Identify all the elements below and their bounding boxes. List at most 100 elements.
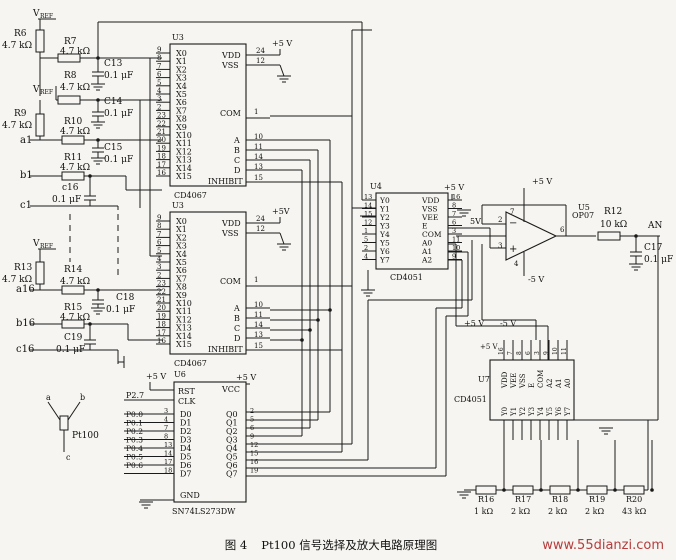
svg-text:R19: R19 [589, 495, 605, 504]
svg-text:C: C [234, 324, 240, 333]
svg-text:R11: R11 [64, 153, 82, 163]
resistor-r15 [61, 319, 85, 329]
u4-VDD: VDD [421, 196, 439, 205]
u4-Y7: Y7 [379, 256, 390, 265]
u7-E: E [528, 383, 536, 388]
u6-D3: D3 [180, 436, 192, 445]
svg-text:10: 10 [254, 133, 263, 141]
svg-text:17: 17 [157, 161, 166, 169]
svg-text:C17: C17 [644, 243, 663, 253]
svg-text:9: 9 [543, 351, 550, 355]
svg-text:5: 5 [157, 247, 161, 255]
u6-Q4: Q4 [226, 444, 238, 453]
svg-text:3: 3 [498, 242, 502, 250]
svg-text:a: a [46, 393, 51, 402]
svg-text:GND: GND [180, 491, 200, 500]
pin-X12: X12 [176, 315, 192, 324]
u4-Y0: Y0 [379, 196, 390, 205]
svg-text:9: 9 [157, 214, 161, 222]
u4-Y1: Y1 [379, 205, 390, 214]
u3b-ref: U3 [172, 201, 184, 210]
svg-text:0.1 μF: 0.1 μF [644, 255, 673, 265]
svg-text:CD4051: CD4051 [454, 395, 487, 404]
svg-text:13: 13 [364, 193, 372, 201]
svg-text:VDD: VDD [221, 219, 241, 228]
svg-text:14: 14 [254, 153, 263, 161]
svg-text:6: 6 [560, 226, 565, 234]
svg-text:P0.0: P0.0 [126, 410, 143, 419]
u7-Y2: Y2 [519, 407, 527, 417]
svg-text:15: 15 [364, 210, 372, 218]
svg-text:21: 21 [157, 296, 166, 304]
pin-X5: X5 [176, 258, 187, 267]
u4-VSS: VSS [421, 205, 438, 214]
svg-text:U6: U6 [174, 370, 186, 379]
svg-text:12: 12 [250, 441, 258, 449]
svg-text:R6: R6 [14, 29, 27, 39]
svg-text:+5 V: +5 V [532, 177, 552, 186]
u6-Q2: Q2 [226, 427, 238, 436]
svg-text:C15: C15 [104, 143, 123, 153]
vref-label: V [32, 9, 40, 19]
svg-text:13: 13 [254, 331, 263, 339]
pin-X8: X8 [176, 283, 187, 292]
svg-text:A: A [233, 304, 240, 313]
svg-text:43 kΩ: 43 kΩ [622, 507, 647, 516]
svg-text:REF: REF [40, 13, 53, 20]
u6-Q6: Q6 [226, 461, 238, 470]
svg-text:4: 4 [157, 255, 162, 263]
svg-text:+: + [509, 244, 517, 255]
mux-u4: U4 CD4051 Y013Y114Y215Y312Y41Y55Y62Y74VD… [360, 182, 481, 297]
pin-X5: X5 [176, 90, 187, 99]
svg-text:12: 12 [256, 225, 265, 233]
svg-text:4.7 kΩ: 4.7 kΩ [60, 83, 90, 93]
svg-text:C: C [234, 156, 240, 165]
figure-title: Pt100 信号选择及放大电路原理图 [261, 538, 438, 552]
svg-text:4: 4 [157, 87, 162, 95]
pin-X4: X4 [176, 250, 187, 259]
svg-text:RST: RST [178, 387, 196, 396]
svg-text:16: 16 [250, 458, 258, 466]
input-c1: c1 [20, 200, 32, 211]
svg-text:6: 6 [157, 239, 162, 247]
u7-Y6: Y6 [555, 406, 563, 417]
output-filter: R12 10 kΩ AN C17 0.1 μF [597, 207, 673, 271]
svg-text:−: − [509, 218, 517, 229]
svg-text:+5 V: +5 V [146, 372, 166, 381]
u3-part: CD4067 [174, 191, 207, 200]
svg-text:+5 V: +5 V [236, 373, 256, 382]
u7-Y7: Y7 [564, 407, 572, 417]
u7-Y0: Y0 [501, 407, 509, 417]
u7-Y3: Y3 [528, 407, 536, 417]
u6-D2: D2 [180, 427, 192, 436]
svg-text:11: 11 [452, 236, 460, 244]
svg-text:P0.4: P0.4 [126, 444, 143, 453]
u4-COM: COM [422, 230, 442, 239]
pin-X12: X12 [176, 147, 192, 156]
svg-text:-5 V: -5 V [500, 319, 516, 328]
pin-X8: X8 [176, 115, 187, 124]
u4-A0: A0 [421, 239, 432, 248]
svg-text:2 kΩ: 2 kΩ [548, 507, 567, 516]
svg-text:3: 3 [157, 263, 161, 271]
svg-text:R13: R13 [14, 263, 33, 273]
watermark: www.55dianzi.com [542, 538, 664, 553]
svg-text:1: 1 [254, 276, 258, 284]
svg-text:12: 12 [364, 219, 372, 227]
svg-text:P0.6: P0.6 [126, 461, 143, 470]
u6-Q3: Q3 [226, 436, 238, 445]
resistor-r20 [623, 485, 645, 495]
pt100-sensor: a b c Pt100 [46, 393, 99, 462]
svg-text:4.7 kΩ: 4.7 kΩ [2, 275, 32, 285]
svg-text:11: 11 [254, 143, 263, 151]
input-a16: a16 [16, 284, 35, 295]
svg-text:16: 16 [157, 169, 166, 177]
svg-text:INHIBIT: INHIBIT [208, 345, 243, 354]
u4-A2: A2 [421, 256, 432, 265]
u7-Y1: Y1 [510, 407, 518, 417]
svg-text:7: 7 [452, 210, 456, 218]
svg-text:22: 22 [157, 120, 166, 128]
